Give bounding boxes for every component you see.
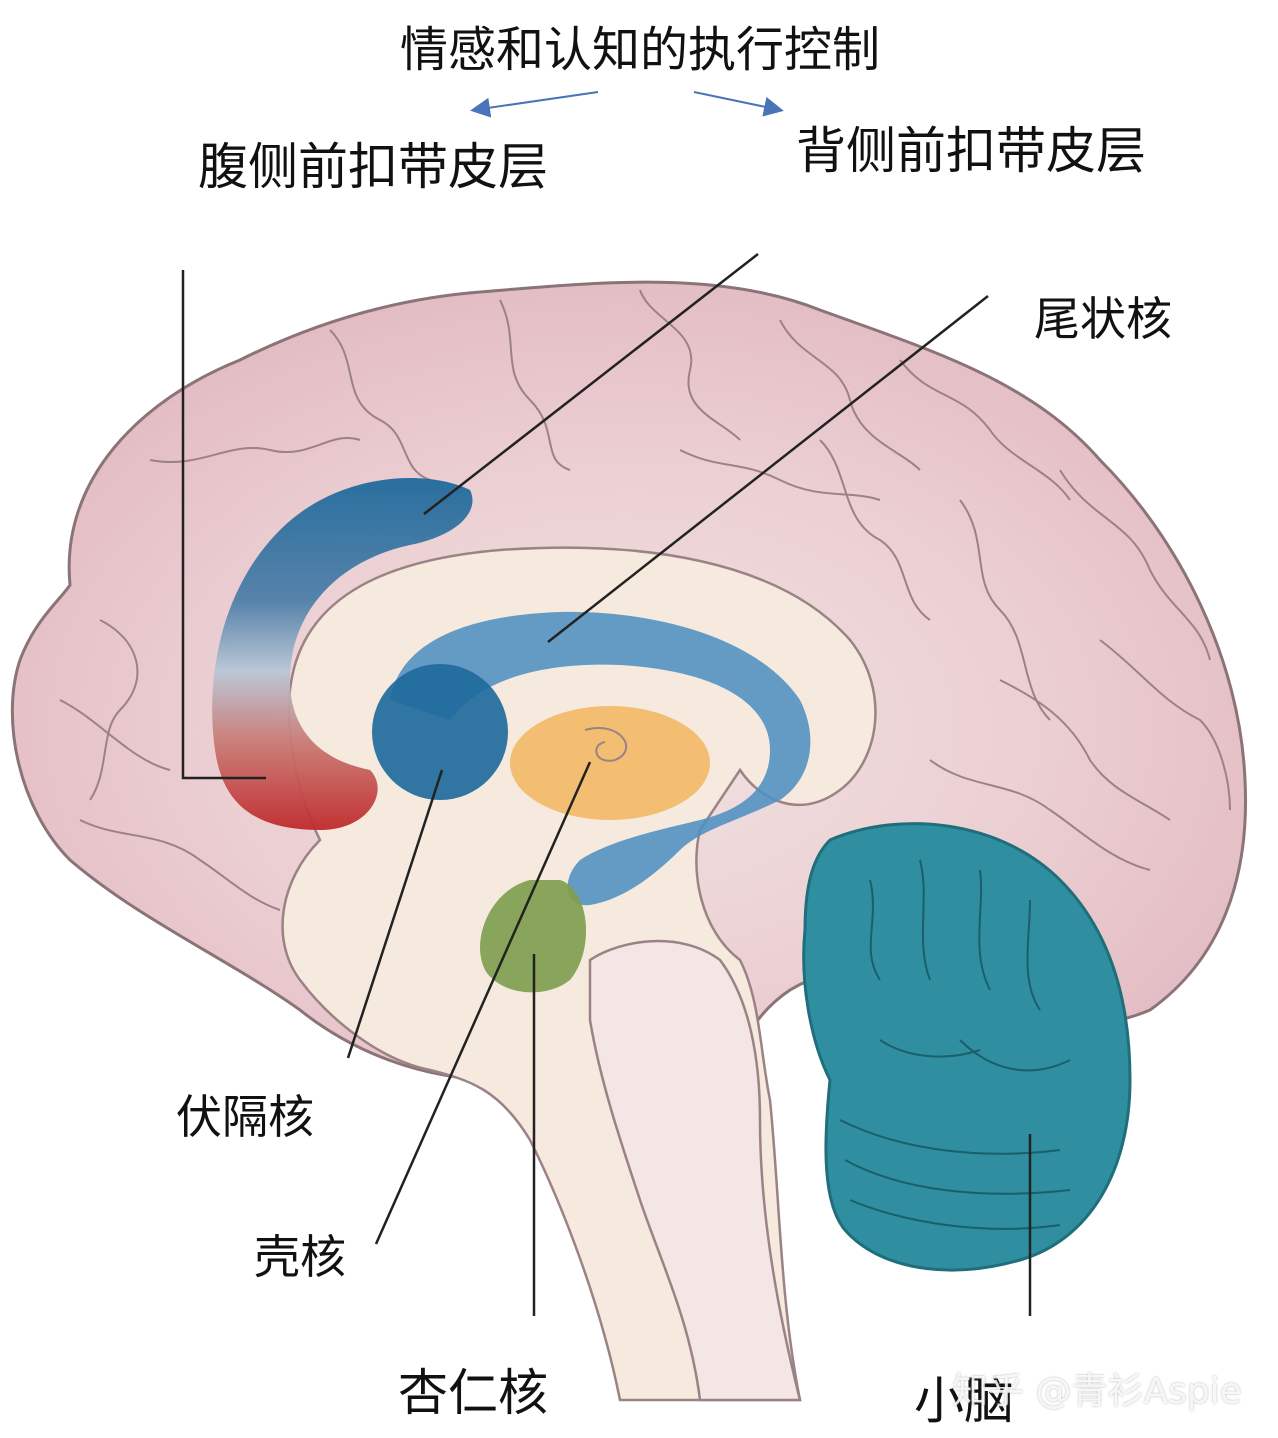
- gyri-lines: [59, 289, 1231, 911]
- leader-dorsal-acc: [423, 253, 759, 515]
- label-ventral-acc: 腹侧前扣带皮层: [198, 138, 548, 196]
- brainstem: [588, 939, 802, 1402]
- arrow-to-dorsal: [693, 91, 784, 117]
- label-cerebellum: 小脑: [914, 1372, 1014, 1430]
- acc-region: [212, 478, 473, 830]
- leader-ventral-acc: [181, 270, 266, 780]
- label-amygdala: 杏仁核: [398, 1364, 548, 1422]
- label-nucleus-accumbens: 伏隔核: [176, 1090, 314, 1144]
- arrow-to-ventral: [470, 91, 599, 118]
- leader-putamen: [374, 761, 592, 1245]
- watermark: 知乎 @青衫Aspie: [952, 1371, 1242, 1412]
- diagram-title: 情感和认知的执行控制: [400, 22, 881, 78]
- leader-caudate: [547, 295, 989, 643]
- leader-nucleus-accumbens: [346, 769, 444, 1059]
- leader-lines: [181, 253, 1032, 1316]
- putamen-spiral: [584, 727, 628, 762]
- amygdala-region: [480, 880, 587, 993]
- caudate-head: [372, 664, 508, 800]
- label-putamen: 壳核: [254, 1230, 346, 1284]
- label-caudate: 尾状核: [1034, 292, 1172, 346]
- label-dorsal-acc: 背侧前扣带皮层: [796, 122, 1146, 180]
- putamen-region: [510, 706, 710, 820]
- caudate-nucleus: [390, 611, 811, 906]
